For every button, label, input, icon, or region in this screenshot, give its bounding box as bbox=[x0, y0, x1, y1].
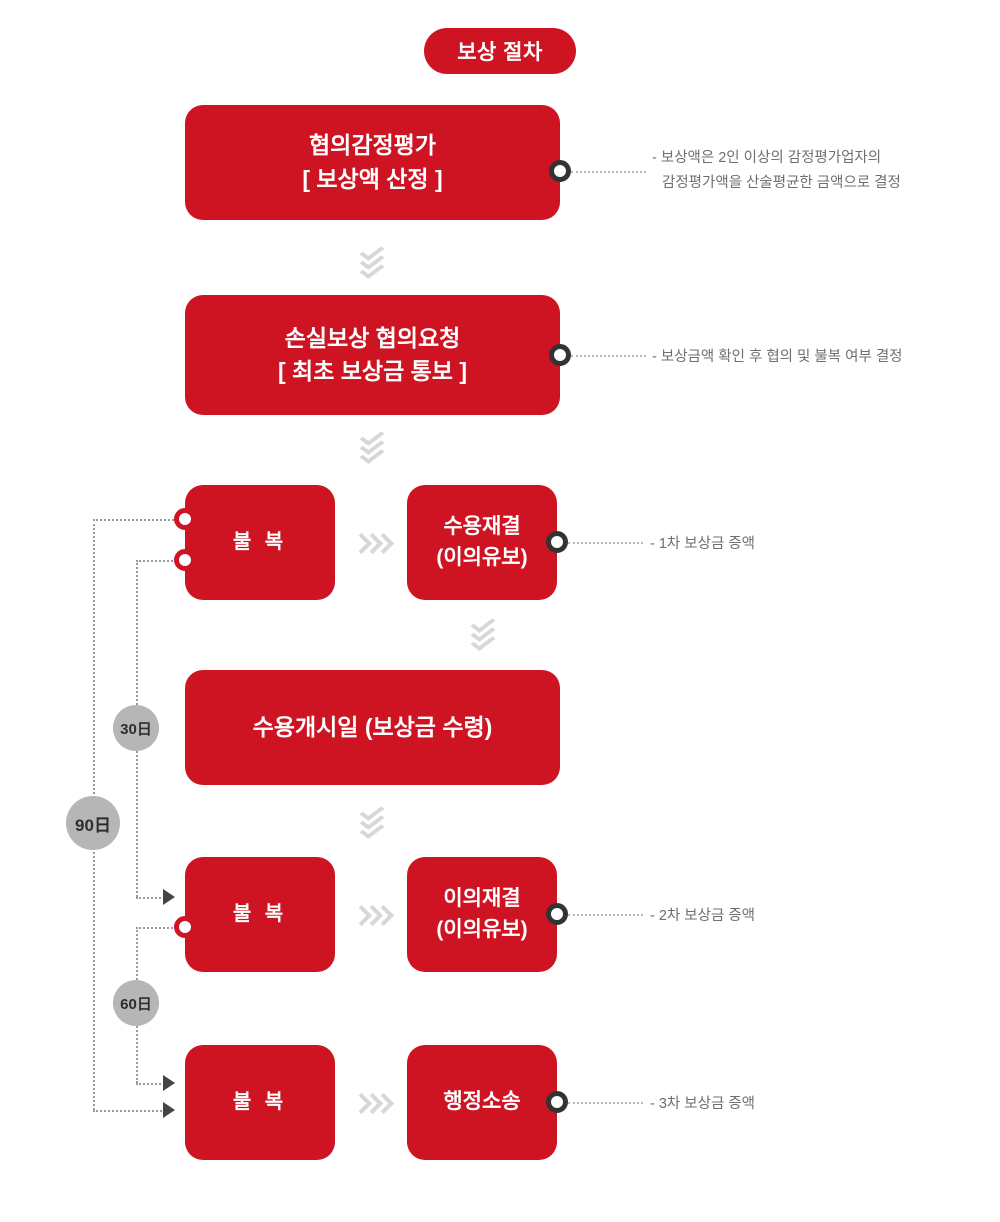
route-inner30-bottom bbox=[136, 897, 172, 899]
step-consultation-line2: [ 최초 보상금 통보 ] bbox=[278, 358, 467, 384]
step-consultation-line1: 손실보상 협의요청 bbox=[284, 324, 461, 351]
chevron-down-icon-2 bbox=[355, 426, 389, 464]
connector-ring-objection-ruling bbox=[546, 903, 568, 925]
leader-line-litigation bbox=[568, 1102, 643, 1104]
badge-90-days: 90日 bbox=[66, 796, 120, 850]
step-appraisal-line2: [ 보상액 산정 ] bbox=[302, 165, 443, 192]
badge-30-days: 30日 bbox=[113, 705, 159, 751]
badge-30-label: 30日 bbox=[120, 720, 152, 738]
step-objection-2-label: 불 복 bbox=[232, 903, 288, 925]
connector-ring-appraisal bbox=[549, 160, 571, 182]
note-appraisal: - 보상액은 2인 이상의 감정평가업자의 감정평가액을 산술평균한 금액으로 … bbox=[652, 146, 901, 195]
note-consultation: - 보상금액 확인 후 협의 및 불복 여부 결정 bbox=[652, 346, 903, 370]
note-expropriation-line1: - 1차 보상금 증액 bbox=[650, 536, 756, 552]
step-objection-ruling-line1: 이의재결 bbox=[443, 887, 521, 911]
step-box-administrative-litigation[interactable]: 행정소송 bbox=[407, 1045, 557, 1160]
chevron-right-icon-3 bbox=[350, 1087, 394, 1119]
step-box-objection-1[interactable]: 불 복 bbox=[185, 485, 335, 600]
note-objection-ruling: - 2차 보상금 증액 bbox=[650, 905, 755, 929]
badge-60-days: 60日 bbox=[113, 980, 159, 1026]
route-inner60-bottom bbox=[136, 1083, 172, 1085]
step-objection-1-label: 불 복 bbox=[232, 531, 288, 553]
chevron-right-icon-2 bbox=[350, 899, 394, 931]
note-expropriation: - 1차 보상금 증액 bbox=[650, 533, 755, 557]
step-box-objection-3[interactable]: 불 복 bbox=[185, 1045, 335, 1160]
step-box-appraisal[interactable]: 협의감정평가 [ 보상액 산정 ] bbox=[185, 105, 560, 220]
diagram-title-text: 보상 절차 bbox=[457, 41, 543, 64]
route-outer-bottom bbox=[93, 1110, 165, 1112]
route-inner60-top bbox=[136, 927, 185, 929]
note-litigation: - 3차 보상금 증액 bbox=[650, 1093, 755, 1117]
step-objection-3-label: 불 복 bbox=[232, 1091, 288, 1113]
chevron-down-icon-3 bbox=[466, 613, 500, 651]
connector-ring-objection-2 bbox=[174, 916, 196, 938]
route-outer-top bbox=[93, 519, 185, 521]
leader-line-consultation bbox=[571, 355, 646, 357]
route-inner30-top bbox=[136, 560, 185, 562]
note-objection-ruling-line1: - 2차 보상금 증액 bbox=[650, 908, 756, 924]
chevron-right-icon-1 bbox=[350, 527, 394, 559]
connector-ring-consultation bbox=[549, 344, 571, 366]
leader-line-expropriation bbox=[568, 542, 643, 544]
note-appraisal-line1: - 보상액은 2인 이상의 감정평가업자의 bbox=[652, 150, 882, 166]
badge-90-label: 90日 bbox=[75, 815, 111, 835]
badge-60-label: 60日 bbox=[120, 995, 152, 1013]
step-litigation-label: 행정소송 bbox=[443, 1090, 521, 1114]
connector-ring-objection-1-lower bbox=[174, 549, 196, 571]
chevron-down-icon-1 bbox=[355, 241, 389, 279]
route-outer-arrowhead bbox=[163, 1102, 175, 1118]
route-inner30-arrowhead bbox=[163, 889, 175, 905]
note-appraisal-line2: 감정평가액을 산술평균한 금액으로 결정 bbox=[662, 174, 901, 191]
step-commencement-label: 수용개시일 (보상금 수령) bbox=[252, 713, 493, 740]
step-expropriation-line1: 수용재결 bbox=[443, 515, 521, 539]
note-litigation-line1: - 3차 보상금 증액 bbox=[650, 1096, 756, 1112]
note-consultation-line1: - 보상금액 확인 후 협의 및 불복 여부 결정 bbox=[652, 349, 903, 365]
step-expropriation-line2: (이의유보) bbox=[436, 545, 528, 569]
route-inner60-arrowhead bbox=[163, 1075, 175, 1091]
step-box-expropriation-ruling[interactable]: 수용재결 (이의유보) bbox=[407, 485, 557, 600]
connector-ring-objection-1-upper bbox=[174, 508, 196, 530]
chevron-down-icon-4 bbox=[355, 801, 389, 839]
leader-line-appraisal bbox=[571, 171, 646, 173]
connector-ring-expropriation bbox=[546, 531, 568, 553]
step-box-objection-2[interactable]: 불 복 bbox=[185, 857, 335, 972]
step-box-commencement[interactable]: 수용개시일 (보상금 수령) bbox=[185, 670, 560, 785]
connector-ring-litigation bbox=[546, 1091, 568, 1113]
step-box-objection-ruling[interactable]: 이의재결 (이의유보) bbox=[407, 857, 557, 972]
step-objection-ruling-line2: (이의유보) bbox=[436, 917, 528, 941]
diagram-title-badge: 보상 절차 bbox=[424, 28, 576, 74]
leader-line-objection-ruling bbox=[568, 914, 643, 916]
step-box-consultation-request[interactable]: 손실보상 협의요청 [ 최초 보상금 통보 ] bbox=[185, 295, 560, 415]
step-appraisal-line1: 협의감정평가 bbox=[309, 132, 436, 159]
